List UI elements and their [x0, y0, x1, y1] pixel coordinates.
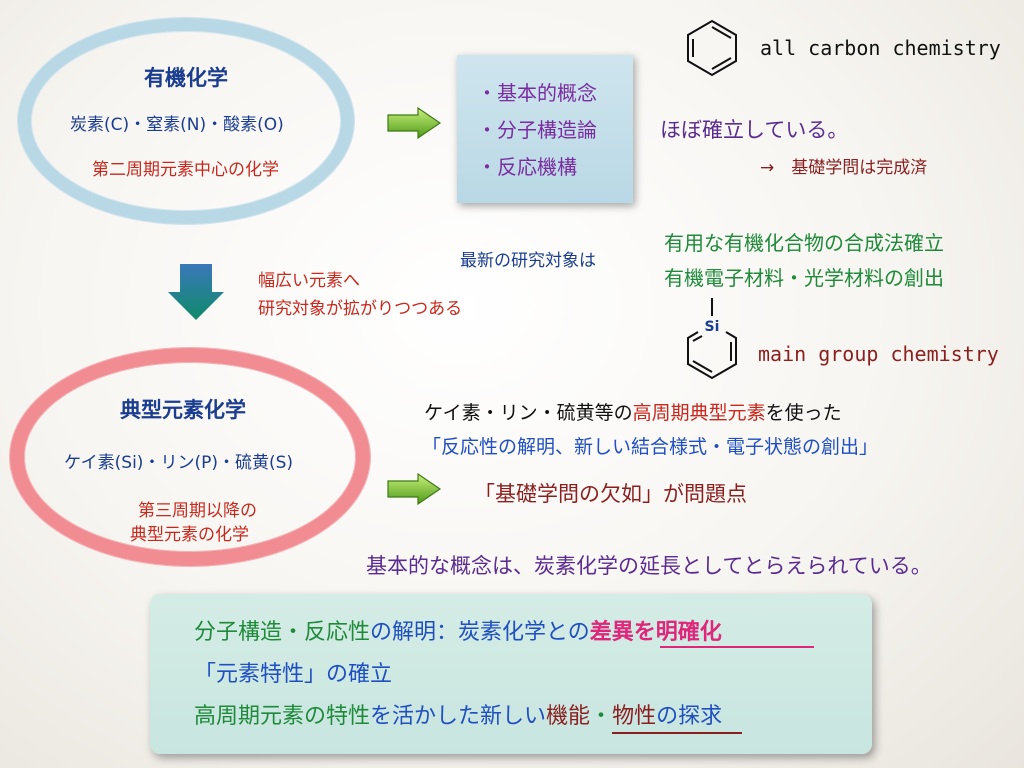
si-atom-label: Si — [705, 319, 720, 335]
usage-prefix: ケイ素・リン・硫黄等の — [424, 402, 633, 424]
benzene-structure-icon — [687, 19, 737, 77]
problem-text: 「基礎学問の欠如」が問題点 — [474, 482, 747, 506]
main-group-subtitle-1: 第三周期以降の — [138, 501, 257, 521]
silabenzene-structure-icon: Si — [687, 298, 737, 380]
main-group-label: main group chemistry — [758, 342, 999, 366]
expansion-line-2: 研究対象が拡がりつつある — [258, 299, 463, 319]
all-carbon-label: all carbon chemistry — [760, 36, 1001, 60]
summary-1c: 差異を明確化 — [589, 620, 722, 645]
summary-1a: 分子構造・反応性 — [194, 620, 371, 645]
concept-item: ・反応機構 — [477, 155, 577, 179]
summary-box: 分子構造・反応性の解明：炭素化学との差異を明確化 「元素特性」の確立 高周期元素… — [150, 594, 872, 754]
usage-line: ケイ素・リン・硫黄等の高周期典型元素を使った — [424, 398, 842, 425]
expansion-line-1: 幅広い元素へ — [258, 271, 360, 291]
summary-1b: の解明：炭素化学との — [370, 620, 590, 645]
concept-box: ・基本的概念 ・分子構造論 ・反応機構 — [457, 55, 633, 203]
summary-3e: 物性 — [612, 704, 657, 729]
summary-3c: 機能 — [546, 704, 591, 729]
underline — [612, 732, 742, 734]
main-group-title: 典型元素化学 — [120, 398, 246, 422]
down-arrow-icon — [168, 264, 224, 320]
summary-3b: を活かした新しい — [370, 704, 547, 729]
underline — [660, 646, 814, 648]
main-group-elements: ケイ素(Si)・リン(P)・硫黄(S) — [64, 453, 294, 473]
summary-line-3: 高周期元素の特性を活かした新しい機能・物性の探求 — [194, 698, 722, 730]
usage-highlight: 高周期典型元素 — [632, 402, 766, 424]
summary-line-1: 分子構造・反応性の解明：炭素化学との差異を明確化 — [194, 614, 722, 646]
right-arrow-icon — [387, 106, 442, 140]
note-text: 基本的な概念は、炭素化学の延長としてとらえられている。 — [366, 554, 932, 578]
concept-item: ・基本的概念 — [477, 81, 597, 105]
summary-3f: の探求 — [656, 704, 723, 729]
summary-3a: 高周期元素の特性 — [194, 704, 371, 729]
usage-suffix: を使った — [765, 402, 842, 424]
concept-item: ・分子構造論 — [477, 118, 597, 142]
organic-title: 有機化学 — [144, 66, 228, 90]
organic-subtitle: 第二周期元素中心の化学 — [92, 160, 279, 180]
organic-elements: 炭素(C)・窒素(N)・酸素(O) — [70, 115, 284, 135]
research-target-2: 有機電子材料・光学材料の創出 — [664, 266, 944, 290]
main-group-subtitle-2: 典型元素の化学 — [130, 525, 249, 545]
status-text: ほぼ確立している。 — [660, 118, 849, 142]
summary-line-2: 「元素特性」の確立 — [194, 662, 393, 687]
research-lead: 最新の研究対象は — [460, 251, 596, 271]
summary-3d: ・ — [590, 704, 613, 729]
right-arrow-icon — [387, 472, 442, 506]
conclusion-text: → 基礎学問は完成済 — [760, 158, 928, 178]
usage-goal: 「反応性の解明、新しい結合様式・電子状態の創出」 — [422, 436, 879, 458]
research-target-1: 有用な有機化合物の合成法確立 — [664, 231, 944, 255]
